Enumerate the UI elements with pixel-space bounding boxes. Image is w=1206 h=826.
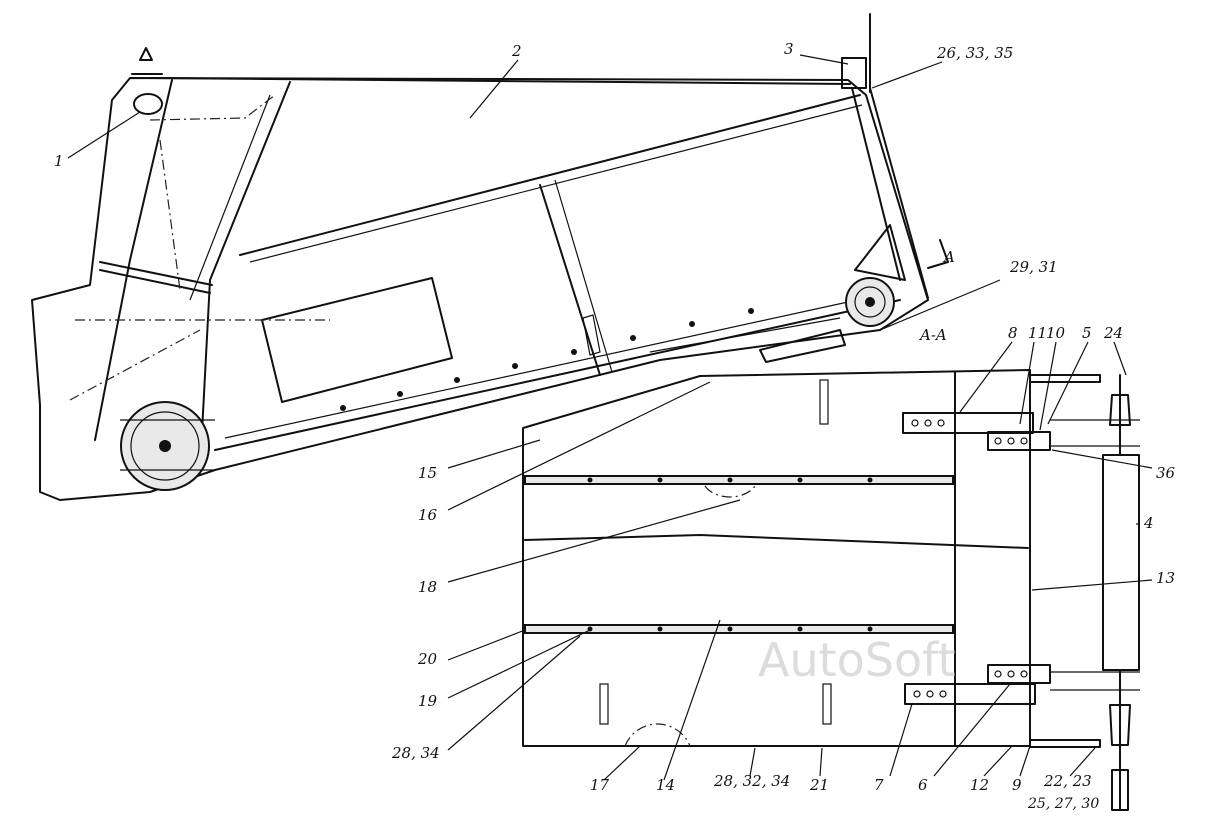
callout-29-31: 29, 31 [1009,258,1058,276]
callout-11: 11 [1028,324,1047,342]
top-idler [131,47,163,115]
side-window [261,277,453,403]
middle-rib-2 [554,179,613,373]
side-view: A [31,13,955,501]
callout-15: 15 [418,464,437,482]
slot-2 [599,683,609,725]
shelf-rivets [587,477,873,632]
callout-2: 2 [511,42,522,60]
left-inclined-post-3 [189,94,271,301]
section-marker-text: A [942,248,955,266]
leader-lines [67,54,1153,781]
side-view-frame [31,77,929,501]
callout-1: 1 [54,152,64,170]
watermark: AutoSoft [758,633,956,687]
lower-shelf-bar [524,624,954,634]
crossbar-strap-2 [99,269,211,294]
section-marker-line [927,239,949,269]
slot-bracket [582,314,601,356]
lower-sloped-bottom-inner [224,294,881,439]
callout-7: 7 [874,776,884,794]
middle-shelf-line [524,534,1029,549]
construction-line-4 [69,329,201,401]
callout-4: 4 [1143,514,1154,532]
callout-36: 36 [1156,464,1176,482]
callout-8: 8 [1008,324,1018,342]
callout-10: 10 [1046,324,1066,342]
crossbar-strap [99,261,213,286]
callout-21: 21 [809,776,829,794]
callout-9: 9 [1012,776,1022,794]
slot-3 [822,683,832,725]
callout-25-27-30: 25, 27, 30 [1027,796,1099,812]
callout-12: 12 [970,776,989,794]
corner-gusset [854,224,906,281]
upper-arms [902,374,1140,451]
construction-line-2 [159,139,181,291]
callouts: 1 2 3 26, 33, 35 29, 31 A-A 8 11 10 5 24… [54,40,1176,812]
callout-28-32-34: 28, 32, 34 [713,772,790,790]
callout-13: 13 [1156,569,1175,587]
callout-19: 19 [418,692,438,710]
left-inclined-post-2 [199,81,291,471]
arm-10 [987,431,1051,451]
callout-16: 16 [418,506,438,524]
callout-20: 20 [417,650,438,668]
callout-3: 3 [784,40,794,58]
right-bearing [649,277,895,363]
callout-5: 5 [1082,324,1092,342]
arm-6 [987,664,1051,684]
right-end-post [851,87,901,281]
callout-22-23: 22, 23 [1043,772,1092,790]
plan-view [522,369,1140,811]
callout-26-33-35: 26, 33, 35 [936,44,1013,62]
callout-24: 24 [1103,324,1123,342]
arm-7 [904,683,1036,705]
lower-sloped-bottom [214,299,901,451]
arm-8 [902,412,1034,434]
drive-pulley [120,401,215,491]
bottom-hidden-arc [624,723,691,747]
callout-18: 18 [418,578,437,596]
callout-28-34: 28, 34 [391,744,440,762]
rivet-row [340,308,754,411]
callout-17: 17 [590,776,610,794]
middle-rib [539,184,601,376]
slot-1 [819,379,829,425]
top-right-lug [841,13,871,93]
right-end-post-2 [869,87,929,299]
construction-line-1 [149,94,276,121]
lower-arms [904,664,1140,748]
upper-sloped-plate [239,94,861,256]
plan-outline [522,369,1031,747]
roller [1102,454,1140,671]
roller-shaft [1102,374,1140,811]
section-label: A-A [918,326,947,344]
shelf-hidden-arc [704,485,756,498]
callout-6: 6 [918,776,928,794]
callout-14: 14 [656,776,675,794]
upper-shelf-bar [524,475,954,485]
